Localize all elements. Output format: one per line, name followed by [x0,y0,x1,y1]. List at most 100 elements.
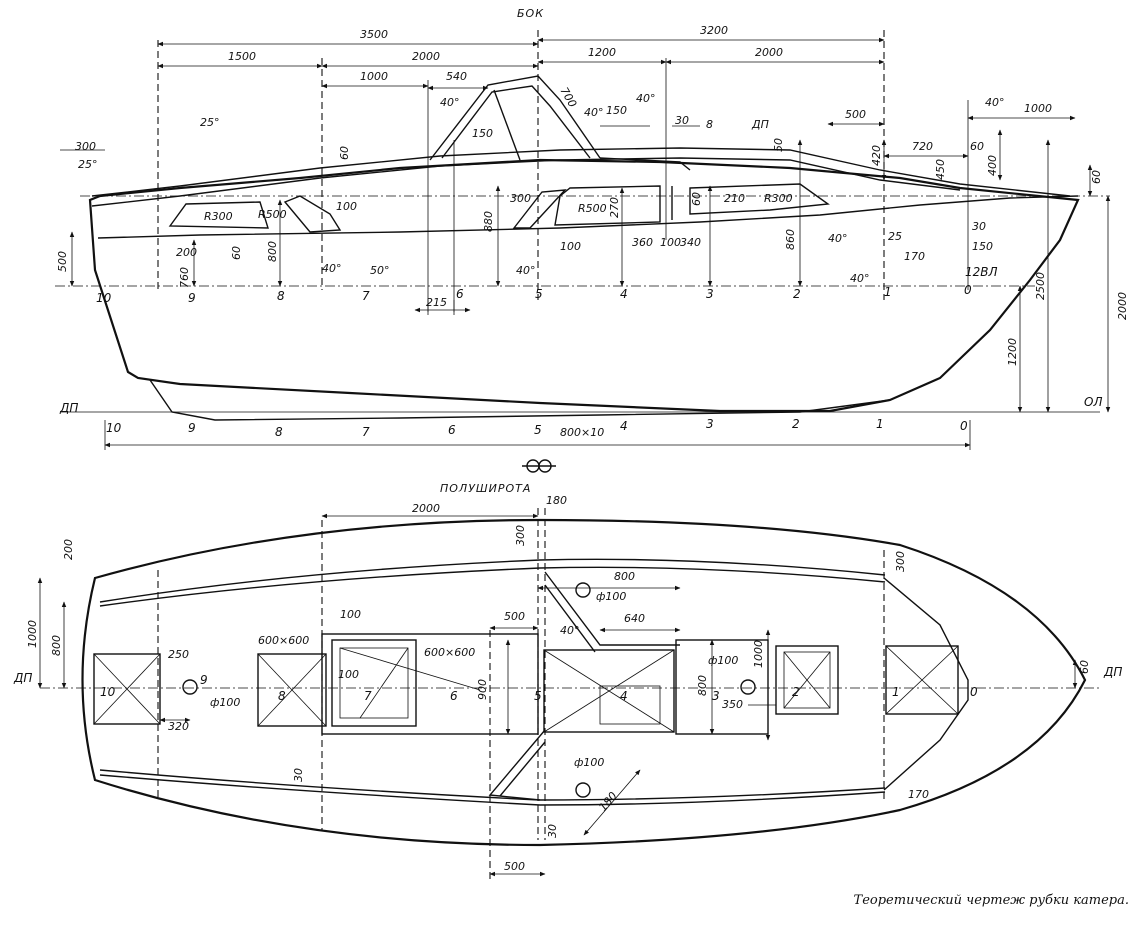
plan-view-title: ПОЛУШИРОТА [440,482,531,495]
figure-caption: Теоретический чертеж рубки катера. [853,893,1129,908]
plan-station-5: 5 [534,689,542,703]
dim-100-c: 100 [660,236,681,249]
dim-3200: 3200 [700,24,728,37]
dim-860: 860 [784,229,797,250]
side-dp-top-label: ДП [751,118,769,131]
plan-dim-100-a: 100 [340,608,361,621]
side-station-10: 10 [96,291,112,305]
hatch-7 [331,639,417,727]
side-hull-outline [88,158,1080,413]
plan-dim-250: 250 [168,648,189,661]
plan-dim-1000-b: 1000 [752,640,765,668]
scale-station-4: 4 [620,419,628,433]
plan-gunwale-lower [99,774,886,806]
side-waterline-label: 12ВЛ [965,265,998,279]
dim-1500: 1500 [228,50,256,63]
side-top-dimension-lines [60,37,1076,159]
plan-dim-30-b: 30 [546,824,559,838]
hatch-1 [885,645,959,715]
side-window-1 [168,201,269,229]
plan-station-2: 2 [792,685,800,699]
side-sheer-line-2 [91,157,961,207]
plan-dp-right: ДП [1103,665,1122,679]
angle-25-a: 25° [78,158,98,171]
side-station-3: 3 [706,287,714,301]
scale-station-0: 0 [960,419,968,433]
side-keel-line [149,379,891,421]
dim-760: 760 [178,267,191,288]
dim-210: 210 [724,192,745,205]
dim-60-a: 60 [970,140,984,153]
dim-60-c: 60 [690,192,703,206]
dim-400: 400 [986,155,999,176]
angle-40-b: 40° [584,106,604,119]
dim-500: 500 [845,108,866,121]
plan-dim-300-b: 300 [894,551,907,572]
radius-300-a: R300 [204,210,233,223]
angle-40-e: 40° [322,262,342,275]
plan-dim-800-b: 800 [614,570,635,583]
plan-station-10: 10 [100,685,116,699]
plan-dim-350: 350 [722,698,743,711]
side-chine-line [97,195,1079,239]
scale-station-1: 1 [876,417,884,431]
side-station-7: 7 [362,289,370,303]
dim-2500: 2500 [1034,272,1047,300]
dim-700: 700 [557,85,579,110]
cabin-upper-diagonal [544,571,680,646]
side-baseline-label: ОЛ [1084,395,1102,409]
cabin-upper-diagonal-2 [544,584,596,653]
plan-dim-2000: 2000 [412,502,440,515]
hatch-2 [775,645,839,715]
windshield-frame-inner [441,85,591,159]
hatch-4 [543,649,675,733]
plan-dim-320: 320 [168,720,189,733]
side-station-5: 5 [535,287,543,301]
angle-40-h: 40° [850,272,870,285]
plan-dim-1000: 1000 [26,620,39,648]
plan-station-lines [157,508,885,880]
hole-label-3: ф100 [708,654,738,667]
side-window-2 [283,195,342,233]
hatch-7-inner [339,647,409,719]
plan-dim-60: 60 [1078,660,1091,674]
side-station-9: 9 [188,291,196,305]
symmetry-mark [522,459,556,473]
plan-dim-180: 180 [546,494,567,507]
drain-holes [182,582,756,798]
side-station-0: 0 [964,283,972,297]
windshield-post [493,89,521,161]
scale-station-2: 2 [792,417,800,431]
side-station-lines [157,30,969,315]
side-station-4: 4 [620,287,628,301]
dim-100-b: 100 [560,240,581,253]
hatch-2-inner [783,651,831,709]
angle-40-g: 40° [828,232,848,245]
plan-dim-200: 200 [62,539,75,560]
side-view-title: БОК [517,7,544,20]
side-window-3 [512,189,567,229]
dim-340: 340 [680,236,701,249]
side-window-4 [554,185,661,226]
plan-dimension-lines [37,513,1078,877]
dim-450: 450 [934,159,947,180]
dim-1000: 1000 [360,70,388,83]
angle-25-b: 25° [200,116,220,129]
plan-dim-800-c: 800 [696,675,709,696]
side-window-5 [689,183,830,215]
dim-60-b: 60 [338,146,351,160]
side-station-2: 2 [793,287,801,301]
angle-50: 50° [370,264,390,277]
cabin-central-block [321,633,539,735]
dim-150-a: 150 [606,104,627,117]
scale-station-7: 7 [362,425,370,439]
plan-station-8: 8 [278,689,286,703]
scale-station-10: 10 [106,421,122,435]
plan-station-9: 9 [200,673,208,687]
dim-2000-v: 2000 [1116,292,1129,320]
plan-dim-900: 900 [476,679,489,700]
scale-station-6: 6 [448,423,456,437]
plan-dim-300-a: 300 [514,525,527,546]
cabin-roof [599,157,691,171]
